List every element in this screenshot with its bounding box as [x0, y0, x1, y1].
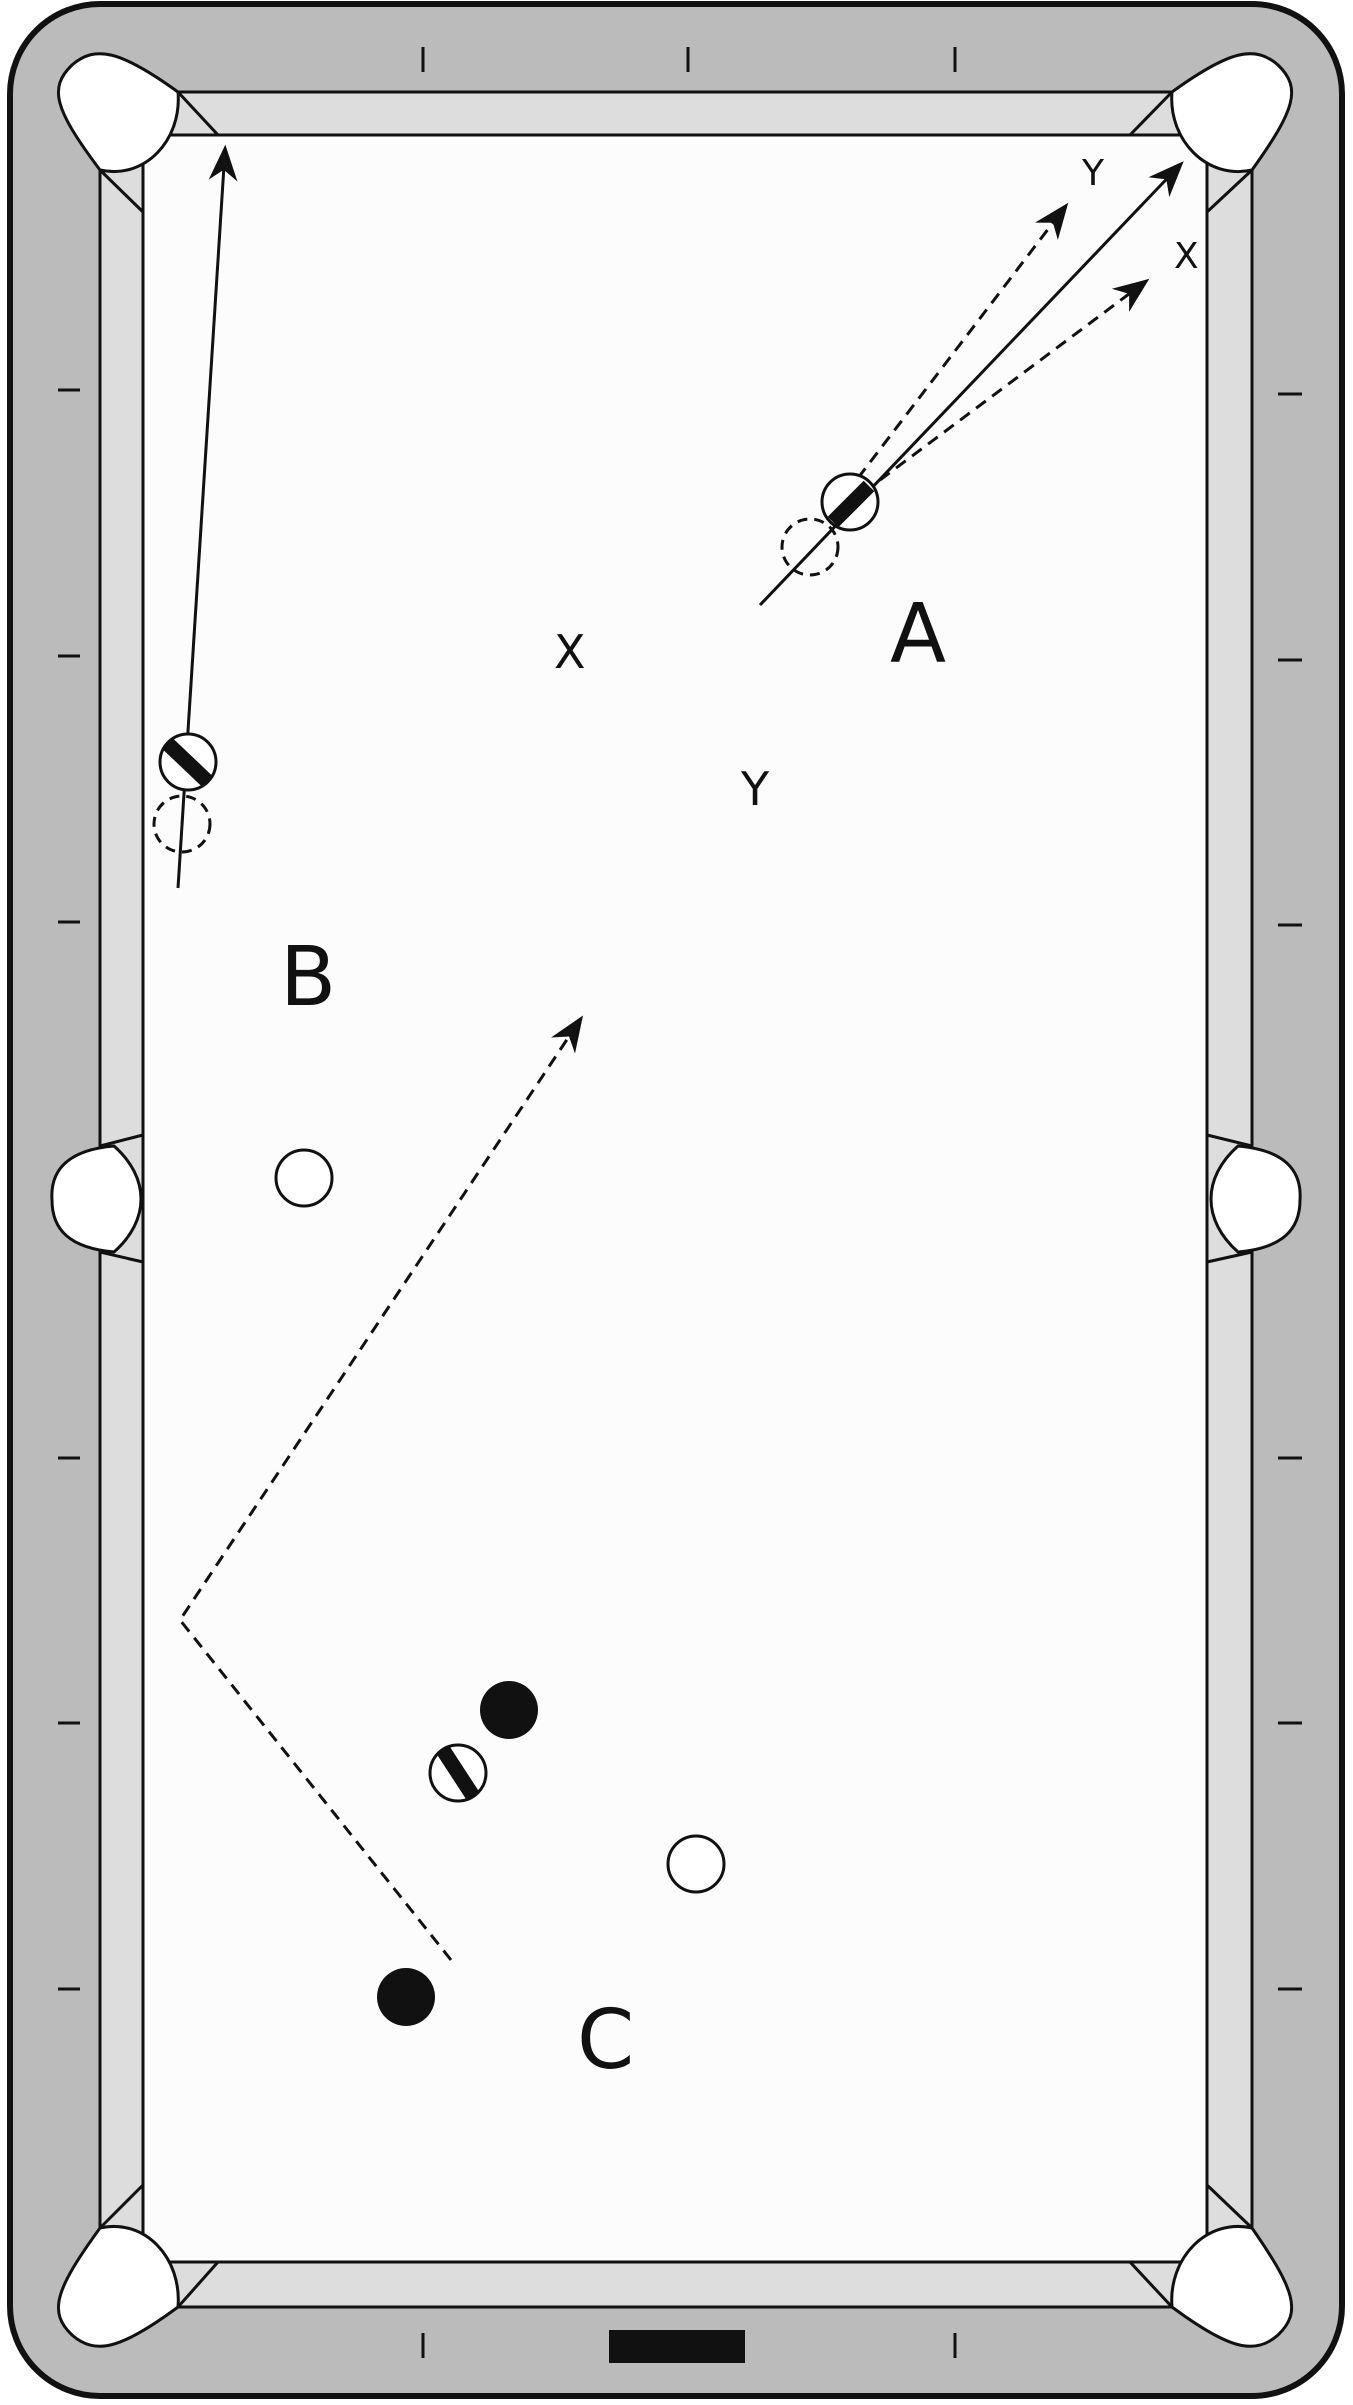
striped-ball-icon: [820, 472, 880, 532]
diagram-b: B: [152, 144, 336, 1208]
shot-path-a-solid: [758, 161, 1184, 607]
ghost-ball-icon: [780, 517, 840, 577]
solid-ball-icon: [377, 1968, 435, 2026]
diamond-markers: [58, 47, 1302, 2358]
label-diagram-b: B: [280, 930, 336, 1025]
label-path-y-large: Y: [740, 762, 770, 816]
cue-ball-icon: [274, 1148, 334, 1208]
pocket-icon: [57, 52, 180, 173]
pocket-icon: [50, 1144, 143, 1254]
label-diagram-c: C: [577, 1993, 634, 2088]
diagram-a: A Y X: [758, 153, 1199, 682]
label-path-x-small: X: [1174, 236, 1199, 277]
pocket-icon: [57, 2225, 180, 2348]
label-diagram-a: A: [890, 587, 946, 682]
label-path-y-small: Y: [1081, 153, 1105, 194]
cue-ball-icon: [666, 1834, 726, 1894]
diagram-c: C: [178, 1015, 726, 2088]
pocket-icon: [1170, 2225, 1293, 2348]
shot-path-a-y: [856, 202, 1069, 479]
striped-ball-icon: [428, 1743, 488, 1803]
striped-ball-icon: [158, 732, 218, 792]
pocket-icon: [1170, 52, 1293, 173]
shot-path-a-x: [879, 278, 1150, 482]
shot-path-c: [178, 1015, 583, 1961]
pockets: [50, 52, 1302, 2348]
cushion-jaws: [98, 90, 1254, 2309]
pocket-icon: [1209, 1144, 1302, 1254]
solid-ball-icon: [480, 1681, 538, 1739]
ghost-ball-icon: [152, 794, 212, 854]
head-string-bar-icon: [609, 2330, 745, 2363]
label-path-x-large: X: [554, 625, 586, 679]
